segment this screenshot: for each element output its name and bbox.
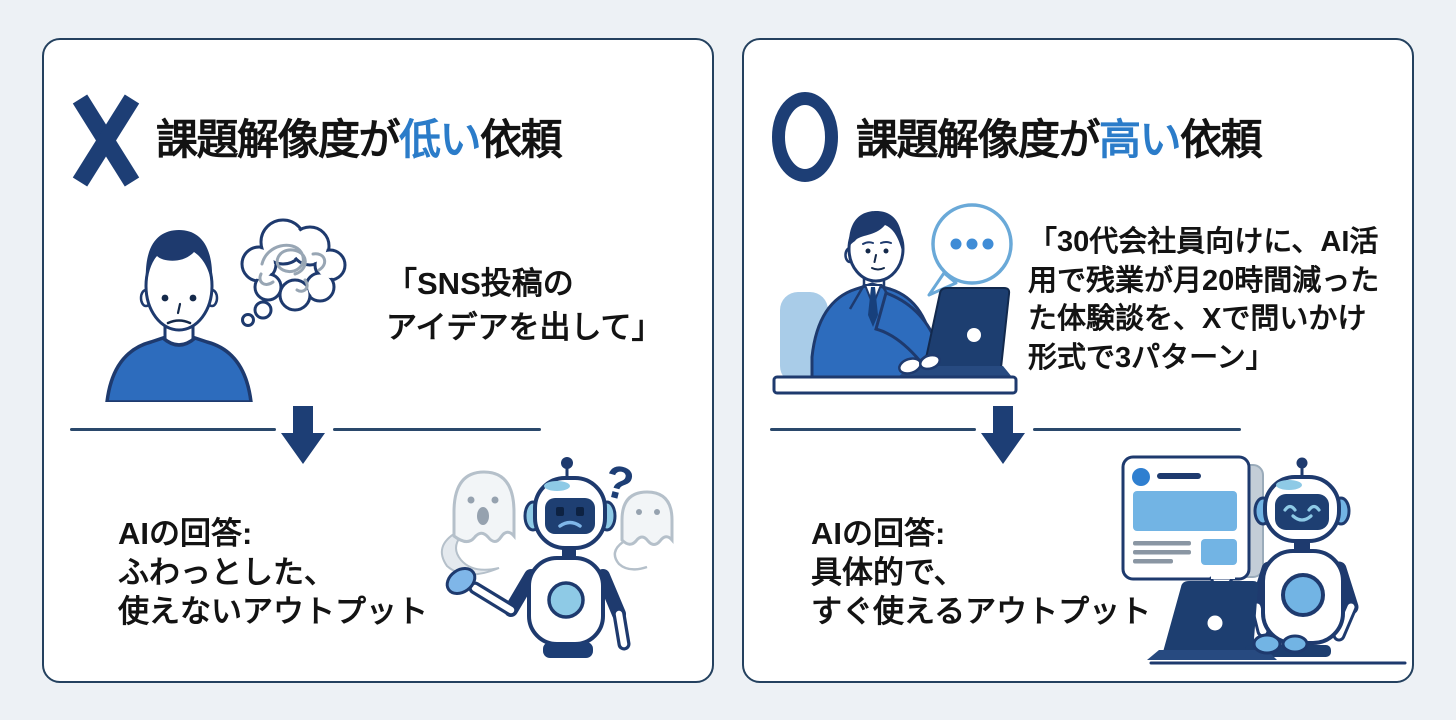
title-suffix: 依頼 xyxy=(480,116,563,163)
divider-line-right xyxy=(1033,428,1241,431)
tangled-thought-bubble-icon xyxy=(240,218,347,327)
desk xyxy=(772,375,1018,395)
circle-icon xyxy=(772,92,838,182)
happy-robot-laptop-icon xyxy=(1121,455,1407,665)
quote-line: 用で残業が月20時間減った xyxy=(1028,264,1380,297)
result-line: ふわっとした、 xyxy=(118,555,335,590)
good-panel-title: 課題解像度が高い依頼 xyxy=(856,116,1263,164)
result-line: 具体的で、 xyxy=(811,555,965,590)
down-arrow-icon xyxy=(981,406,1025,464)
typing-dots-speech-bubble-icon xyxy=(927,203,1013,297)
quote-line: アイデアを出して」 xyxy=(386,310,663,345)
result-line: すぐ使えるアウトプット xyxy=(811,594,1152,629)
scribble-icon xyxy=(258,243,327,293)
ai-result-text: AIの回答: 具体的で、 すぐ使えるアウトプット xyxy=(811,514,1151,631)
quote-line: 「SNS投稿の xyxy=(386,266,574,301)
result-line: 使えないアウトプット xyxy=(118,594,428,629)
person-figure xyxy=(810,211,940,381)
confused-robot-icon: ? xyxy=(440,454,674,658)
request-quote: 「30代会社員向けに、AI活 用で残業が月20時間減った た体験談を、Xで問いか… xyxy=(1028,223,1379,377)
quote-line: た体験談を、Xで問いかけ xyxy=(1028,303,1367,335)
ghost-icon xyxy=(613,490,674,571)
ghost-icon xyxy=(440,470,516,576)
robot-hand xyxy=(1252,633,1282,655)
divider-line-left xyxy=(770,428,976,431)
bad-panel-title: 課題解像度が低い依頼 xyxy=(156,116,563,164)
robot-figure xyxy=(445,457,631,658)
divider-line-left xyxy=(70,428,276,431)
thinking-person-icon xyxy=(105,218,347,402)
title-highlight: 低い xyxy=(399,116,482,163)
ai-result-text: AIの回答: ふわっとした、 使えないアウトプット xyxy=(118,514,428,631)
request-quote: 「SNS投稿の アイデアを出して」 xyxy=(386,262,663,350)
down-arrow-icon xyxy=(281,406,325,464)
quote-line: 「30代会社員向けに、AI活 xyxy=(1028,226,1379,258)
person-figure xyxy=(105,230,253,402)
bad-request-panel: 課題解像度が低い依頼 xyxy=(42,38,714,683)
robot-figure xyxy=(1249,457,1359,645)
quote-line: 形式で3パターン」 xyxy=(1028,341,1275,374)
title-highlight: 高い xyxy=(1099,116,1182,163)
businessman-laptop-icon xyxy=(772,203,1018,395)
divider-line-right xyxy=(333,428,541,431)
result-line: AIの回答: xyxy=(811,516,946,551)
good-request-panel: 課題解像度が高い依頼 xyxy=(742,38,1414,683)
robot-hand xyxy=(1281,634,1309,654)
title-prefix: 課題解像度が xyxy=(856,116,1101,163)
social-post-card-icon xyxy=(1121,455,1264,598)
hand xyxy=(919,353,941,371)
result-line: AIの回答: xyxy=(118,516,253,551)
cross-icon xyxy=(72,94,140,187)
title-suffix: 依頼 xyxy=(1180,116,1263,163)
title-prefix: 課題解像度が xyxy=(156,116,401,163)
